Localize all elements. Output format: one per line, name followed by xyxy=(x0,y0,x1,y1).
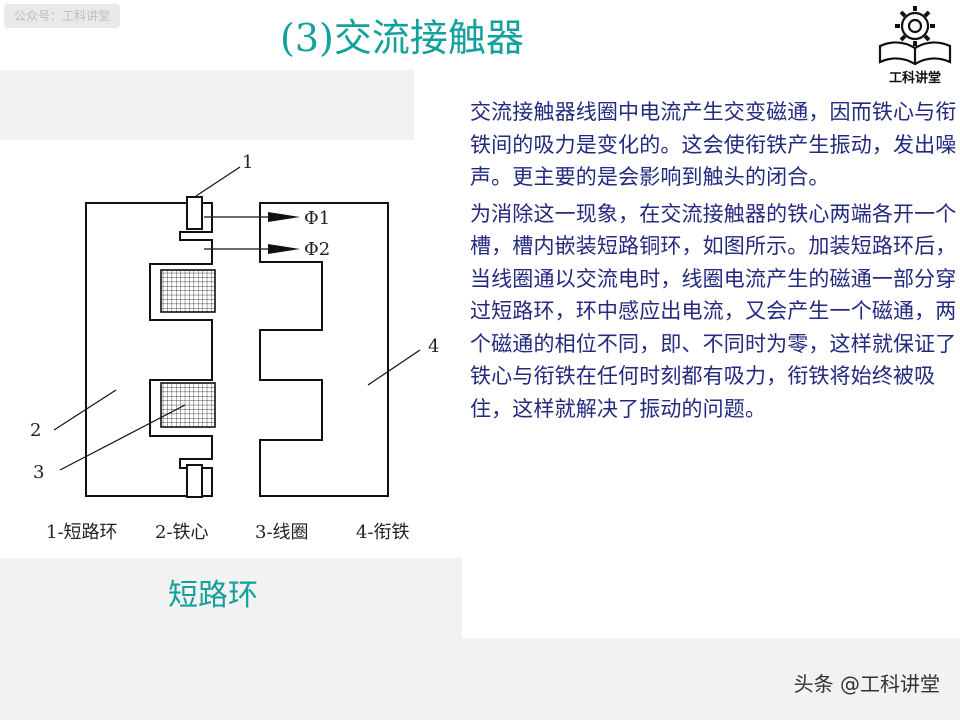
explanation-text: 交流接触器线圈中电流产生交变磁通，因而铁心与衔铁间的吸力是变化的。这会使衔铁产生… xyxy=(470,96,958,429)
logo: 工科讲堂 xyxy=(874,2,956,86)
shading-ring-top xyxy=(186,196,203,230)
leader-line-1 xyxy=(195,166,241,197)
flux-arrow-1 xyxy=(268,212,300,222)
source-attribution: 头条 @工科讲堂 xyxy=(793,672,940,696)
logo-text: 工科讲堂 xyxy=(888,71,941,86)
callout-1: 1 xyxy=(242,152,253,173)
armature-outline xyxy=(259,202,389,497)
shading-ring-diagram: 1 2 3 4 Φ1 Φ2 1-短路环 2-铁心 3-线圈 4-衔铁 xyxy=(30,152,439,543)
diagram-panel xyxy=(0,140,462,558)
left-gray-panel xyxy=(0,70,414,140)
legend-item-3: 3-线圈 xyxy=(255,522,309,543)
paragraph-1: 交流接触器线圈中电流产生交变磁通，因而铁心与衔铁间的吸力是变化的。这会使衔铁产生… xyxy=(470,100,957,189)
leader-line-4 xyxy=(367,349,421,386)
watermark-label: 公众号：工科讲堂 xyxy=(4,4,121,28)
coil-bottom xyxy=(160,382,216,428)
leader-line-2 xyxy=(53,389,117,431)
flux-label-1: Φ1 xyxy=(304,208,330,229)
legend-item-2: 2-铁心 xyxy=(155,522,209,543)
paragraph-2: 为消除这一现象，在交流接触器的铁心两端各开一个槽，槽内嵌装短路铜环，如图所示。加… xyxy=(470,201,957,421)
coil-top xyxy=(160,269,216,313)
leader-line-3 xyxy=(59,404,186,471)
gear-book-icon xyxy=(878,6,952,66)
text-panel xyxy=(462,86,960,638)
legend-item-1: 1-短路环 xyxy=(46,522,118,543)
shading-ring-bottom xyxy=(186,464,203,498)
flux-arrow-2 xyxy=(268,244,300,254)
legend-item-4: 4-衔铁 xyxy=(356,522,410,543)
flux-label-2: Φ2 xyxy=(304,239,330,260)
callout-2: 2 xyxy=(30,420,41,441)
callout-3: 3 xyxy=(33,462,44,483)
callout-4: 4 xyxy=(428,336,439,357)
figure-caption: 短路环 xyxy=(168,578,258,613)
iron-core-outline xyxy=(85,202,213,497)
page-title: (3)交流接触器 xyxy=(280,16,524,60)
